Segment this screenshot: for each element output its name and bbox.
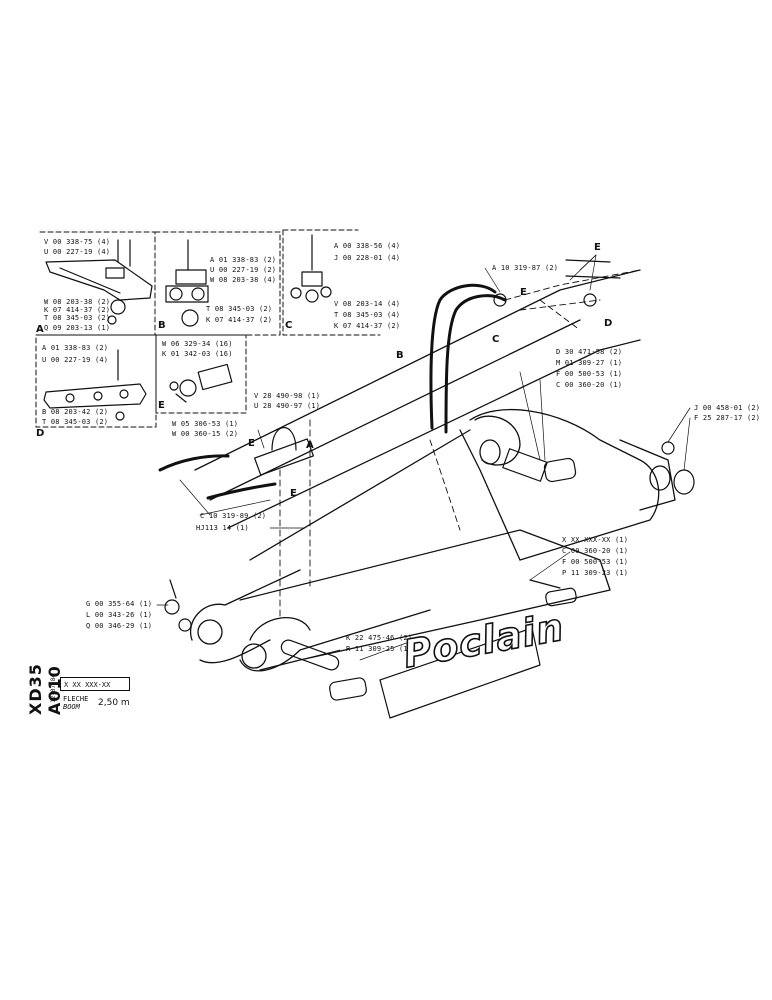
callout-tube-ref: HJ113 14 (1) [196,524,249,532]
callout-bottom-pin-2: R 11 309-25 (1) [346,645,413,653]
callout-upper-right-2: M 01 309-27 (1) [556,359,623,367]
callout-upper-right-1: D 30 471-58 (2) [556,348,623,356]
callout-upper-right-4: C 00 360-20 (1) [556,381,623,389]
inset-a-label-5: T 08 345-03 (2) [44,314,111,322]
callout-letter-c: C [492,334,500,345]
callout-bottom-pin-1: K 22 475-46 (2) [346,634,413,642]
inset-a-label-3: W 08 203-38 (2) [44,298,111,306]
inset-e-label-1: W 06 329-34 (16) [162,340,233,348]
inset-d-label-4: T 08 345-03 (2) [42,418,109,426]
leader-lines [156,254,691,661]
inset-b-label-2: U 00 227-19 (2) [210,266,277,274]
inset-c-label-2: J 00 228-01 (4) [334,254,401,262]
callout-lower-right-3: F 00 500-53 (1) [562,558,629,566]
inset-c-label-5: K 07 414-37 (2) [334,322,401,330]
callout-far-right-1: J 00 458-01 (2) [694,404,761,412]
inset-c-parts [290,234,332,303]
title-french: FLECHE [63,695,89,703]
inset-c-label-1: A 00 338-56 (4) [334,242,401,250]
callout-left-clamp-1: W 05 306-53 (1) [172,420,239,428]
callout-left-pin-1: G 00 355-64 (1) [86,600,153,608]
title-english: BOOM [63,703,80,711]
callout-left-pin-3: Q 00 346-29 (1) [86,622,153,630]
callout-hose-lower: C 10 319-89 (2) [200,512,267,520]
callout-hose-top: A 10 319-87 (2) [492,264,559,272]
inset-a-label-4: K 07 414-37 (2) [44,306,111,314]
sheet-code: XD35 A010 [26,663,64,715]
inset-b-letter: B [158,320,166,331]
inset-d-label-2: U 00 227-19 (4) [42,356,109,364]
inset-a-letter: A [36,324,44,335]
logo-plate-outline [379,627,541,719]
sheet-ref-box: X XX XXX-XX [60,677,130,691]
inset-b-parts [165,239,209,327]
boom-size: 2,50 m [98,698,130,708]
inset-e-letter: E [158,400,165,411]
callout-mid-2: U 28 490-97 (1) [254,402,321,410]
inset-a-parts [45,239,153,325]
callout-lower-right-2: C 00 360-20 (1) [562,547,629,555]
pins-and-parts [164,259,695,701]
inset-a-label-6: Q 09 203-13 (1) [44,324,111,332]
callout-letter-b: B [396,350,404,361]
inset-c-letter: C [285,320,293,331]
inset-c-label-3: V 08 203-14 (4) [334,300,401,308]
callout-upper-right-3: F 00 500-53 (1) [556,370,623,378]
assembly-phantom-lines [279,269,641,621]
callout-mid-1: V 28 490-98 (1) [254,392,321,400]
inset-a-label-2: U 00 227-19 (4) [44,248,111,256]
inset-b-label-5: K 07 414-37 (2) [206,316,273,324]
callout-far-right-2: F 25 287-17 (2) [694,414,761,422]
inset-frames [35,229,381,428]
callout-letter-e-top: E [594,242,601,253]
callout-lower-right-4: P 11 309-23 (1) [562,569,629,577]
callout-letter-d: D [604,318,613,329]
callout-left-pin-2: L 00 343-26 (1) [86,611,153,619]
callout-letter-e-lower: E [290,488,297,499]
inset-b-label-1: A 01 338-83 (2) [210,256,277,264]
hydraulic-hoses [158,283,507,500]
sheet-date: 12-07-84 [50,674,57,703]
inset-e-parts [169,363,233,403]
callout-letter-a: A [306,440,314,451]
inset-d-label-1: A 01 338-83 (2) [42,344,109,352]
inset-b-label-4: T 08 345-03 (2) [206,305,273,313]
inset-e-label-2: K 01 342-03 (16) [162,350,233,358]
callout-lower-right-1: X XX XXX-XX (1) [562,536,629,544]
callout-left-clamp-2: W 00 360-15 (2) [172,430,239,438]
callout-letter-e-clamp: E [248,438,255,449]
inset-d-parts [43,349,147,421]
inset-c-label-4: T 08 345-03 (4) [334,311,401,319]
inset-b-label-3: W 08 203-38 (4) [210,276,277,284]
callout-letter-e-hose: E [520,287,527,298]
inset-d-label-3: B 08 203-42 (2) [42,408,109,416]
inset-d-letter: D [36,428,45,439]
inset-a-label-1: V 00 338-75 (4) [44,238,111,246]
